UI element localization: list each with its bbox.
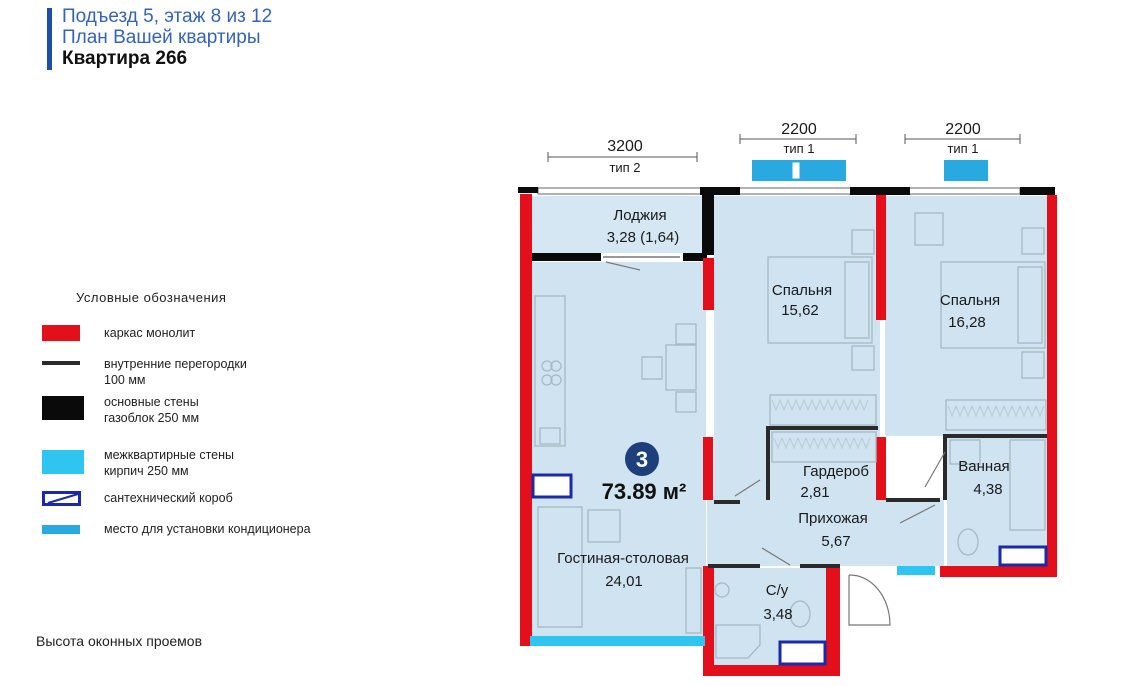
window-type-label: тип 1	[783, 141, 814, 156]
mainwall-swatch	[42, 396, 84, 420]
ac-unit-icon	[944, 160, 988, 181]
bedroom2-window-icon	[907, 187, 1021, 195]
bed2-icon	[940, 261, 1046, 349]
window-height-note: Высота оконных проемов	[36, 633, 203, 649]
wardrobe3-icon	[771, 431, 877, 463]
room-labels: Лоджия 3,28 (1,64) Спальня 15,62 Спальня…	[557, 207, 1010, 623]
sofa-icon	[537, 506, 583, 628]
bathtub-icon	[1009, 439, 1046, 531]
legend-label: внутренние перегородки 100 мм	[104, 357, 247, 387]
plumbing-box-swatch	[42, 491, 81, 506]
entrance-door-icon	[848, 574, 891, 626]
wc-door-icon	[761, 547, 791, 566]
wc-area: 3,48	[763, 606, 792, 623]
bedroom1-door-icon	[734, 479, 761, 497]
bathroom-name: Ванная	[958, 458, 1009, 475]
wc-sink-icon	[714, 582, 730, 598]
legend-label: место для установки кондиционера	[104, 522, 311, 536]
window-dimension-2: 2200 тип 1	[739, 121, 857, 181]
tv-stand-icon	[685, 567, 702, 634]
brickwall-swatch	[42, 450, 84, 474]
doors	[603, 256, 946, 626]
room-count-badge: 3	[625, 442, 659, 476]
bed1-icon	[767, 256, 873, 344]
plumbing-boxes	[531, 473, 1048, 666]
bedroom1-window-icon	[738, 187, 852, 195]
toilet-icon	[957, 528, 979, 556]
window-type-label: тип 1	[947, 141, 978, 156]
washbasin-icon	[949, 439, 981, 465]
loggia-name: Лоджия	[613, 207, 666, 224]
living-area: 24,01	[605, 573, 643, 590]
wardrobe1-icon	[769, 394, 877, 426]
legend-title: Условные обозначения	[76, 290, 227, 305]
bathroom-door-icon	[924, 451, 946, 488]
desk-icon	[914, 212, 944, 246]
window-width-label: 2200	[945, 121, 981, 138]
legend-label: межквартирные стены кирпич 250 мм	[104, 448, 235, 478]
brick-walls	[530, 566, 935, 646]
plumbing-box-icon	[998, 545, 1048, 567]
kitchen-counter-icon	[534, 295, 566, 447]
plumbing-box-icon	[778, 640, 827, 666]
legend-label: основные стены газоблок 250 мм	[104, 395, 200, 425]
wc-name: С/у	[766, 582, 789, 599]
window-dimension-3: 2200 тип 1	[904, 121, 1021, 181]
partitions	[708, 426, 1047, 568]
bedroom1-area: 15,62	[781, 302, 819, 319]
entrance-floor-info: Подъезд 5, этаж 8 из 12	[62, 6, 273, 27]
bedroom2-floor	[885, 196, 1047, 436]
wardrobe-hatches	[771, 398, 1045, 450]
floor-fills	[531, 196, 1047, 668]
bedroom2-area: 16,28	[948, 314, 986, 331]
plan-subtitle: План Вашей квартиры	[62, 27, 261, 48]
legend-label: каркас монолит	[104, 326, 196, 340]
window-width-label: 3200	[607, 138, 643, 155]
header-accent-bar	[47, 8, 52, 70]
wardrobe2-icon	[945, 399, 1047, 431]
legend-label: сантехнический короб	[104, 491, 233, 505]
total-area: 73.89 м²	[602, 479, 687, 504]
ac-swatch	[42, 525, 80, 534]
hallway-name: Прихожая	[798, 510, 868, 527]
partition-swatch	[42, 361, 80, 365]
windows	[537, 187, 1021, 195]
bedroom2-name: Спальня	[940, 292, 1000, 309]
hallway-door-icon	[899, 504, 936, 524]
dining-table-icon	[665, 344, 697, 391]
loggia-door-icon	[605, 261, 641, 271]
bedroom1-name: Спальня	[772, 282, 832, 299]
monolith-swatch	[42, 325, 80, 341]
loggia-window-icon	[537, 187, 702, 195]
hallway-floor	[707, 500, 944, 566]
window-dimension-1: 3200 тип 2	[547, 138, 698, 175]
bathroom-floor	[947, 438, 1047, 566]
furniture	[534, 212, 1047, 659]
header: Подъезд 5, этаж 8 из 12 План Вашей кварт…	[47, 6, 273, 70]
rooms-count: 3	[636, 447, 648, 472]
wardrobe-name: Гардероб	[803, 463, 869, 480]
window-type-label: тип 2	[609, 160, 640, 175]
wardrobe-area: 2,81	[800, 484, 829, 501]
plumbing-box-icon	[531, 473, 573, 499]
sink-icon	[539, 427, 561, 445]
badge-circle	[625, 442, 659, 476]
loggia-floor	[531, 196, 703, 253]
bathroom-area: 4,38	[973, 481, 1002, 498]
main-walls	[518, 187, 1055, 261]
apartment-number: Квартира 266	[62, 48, 188, 69]
loggia-area: 3,28 (1,64)	[607, 229, 680, 246]
window-width-label: 2200	[781, 121, 817, 138]
shower-icon	[715, 624, 761, 659]
monolith-walls	[520, 194, 1057, 676]
wc-toilet-icon	[789, 600, 811, 628]
living-floor	[531, 262, 706, 638]
hallway-area: 5,67	[821, 533, 850, 550]
living-name: Гостиная-столовая	[557, 550, 689, 567]
